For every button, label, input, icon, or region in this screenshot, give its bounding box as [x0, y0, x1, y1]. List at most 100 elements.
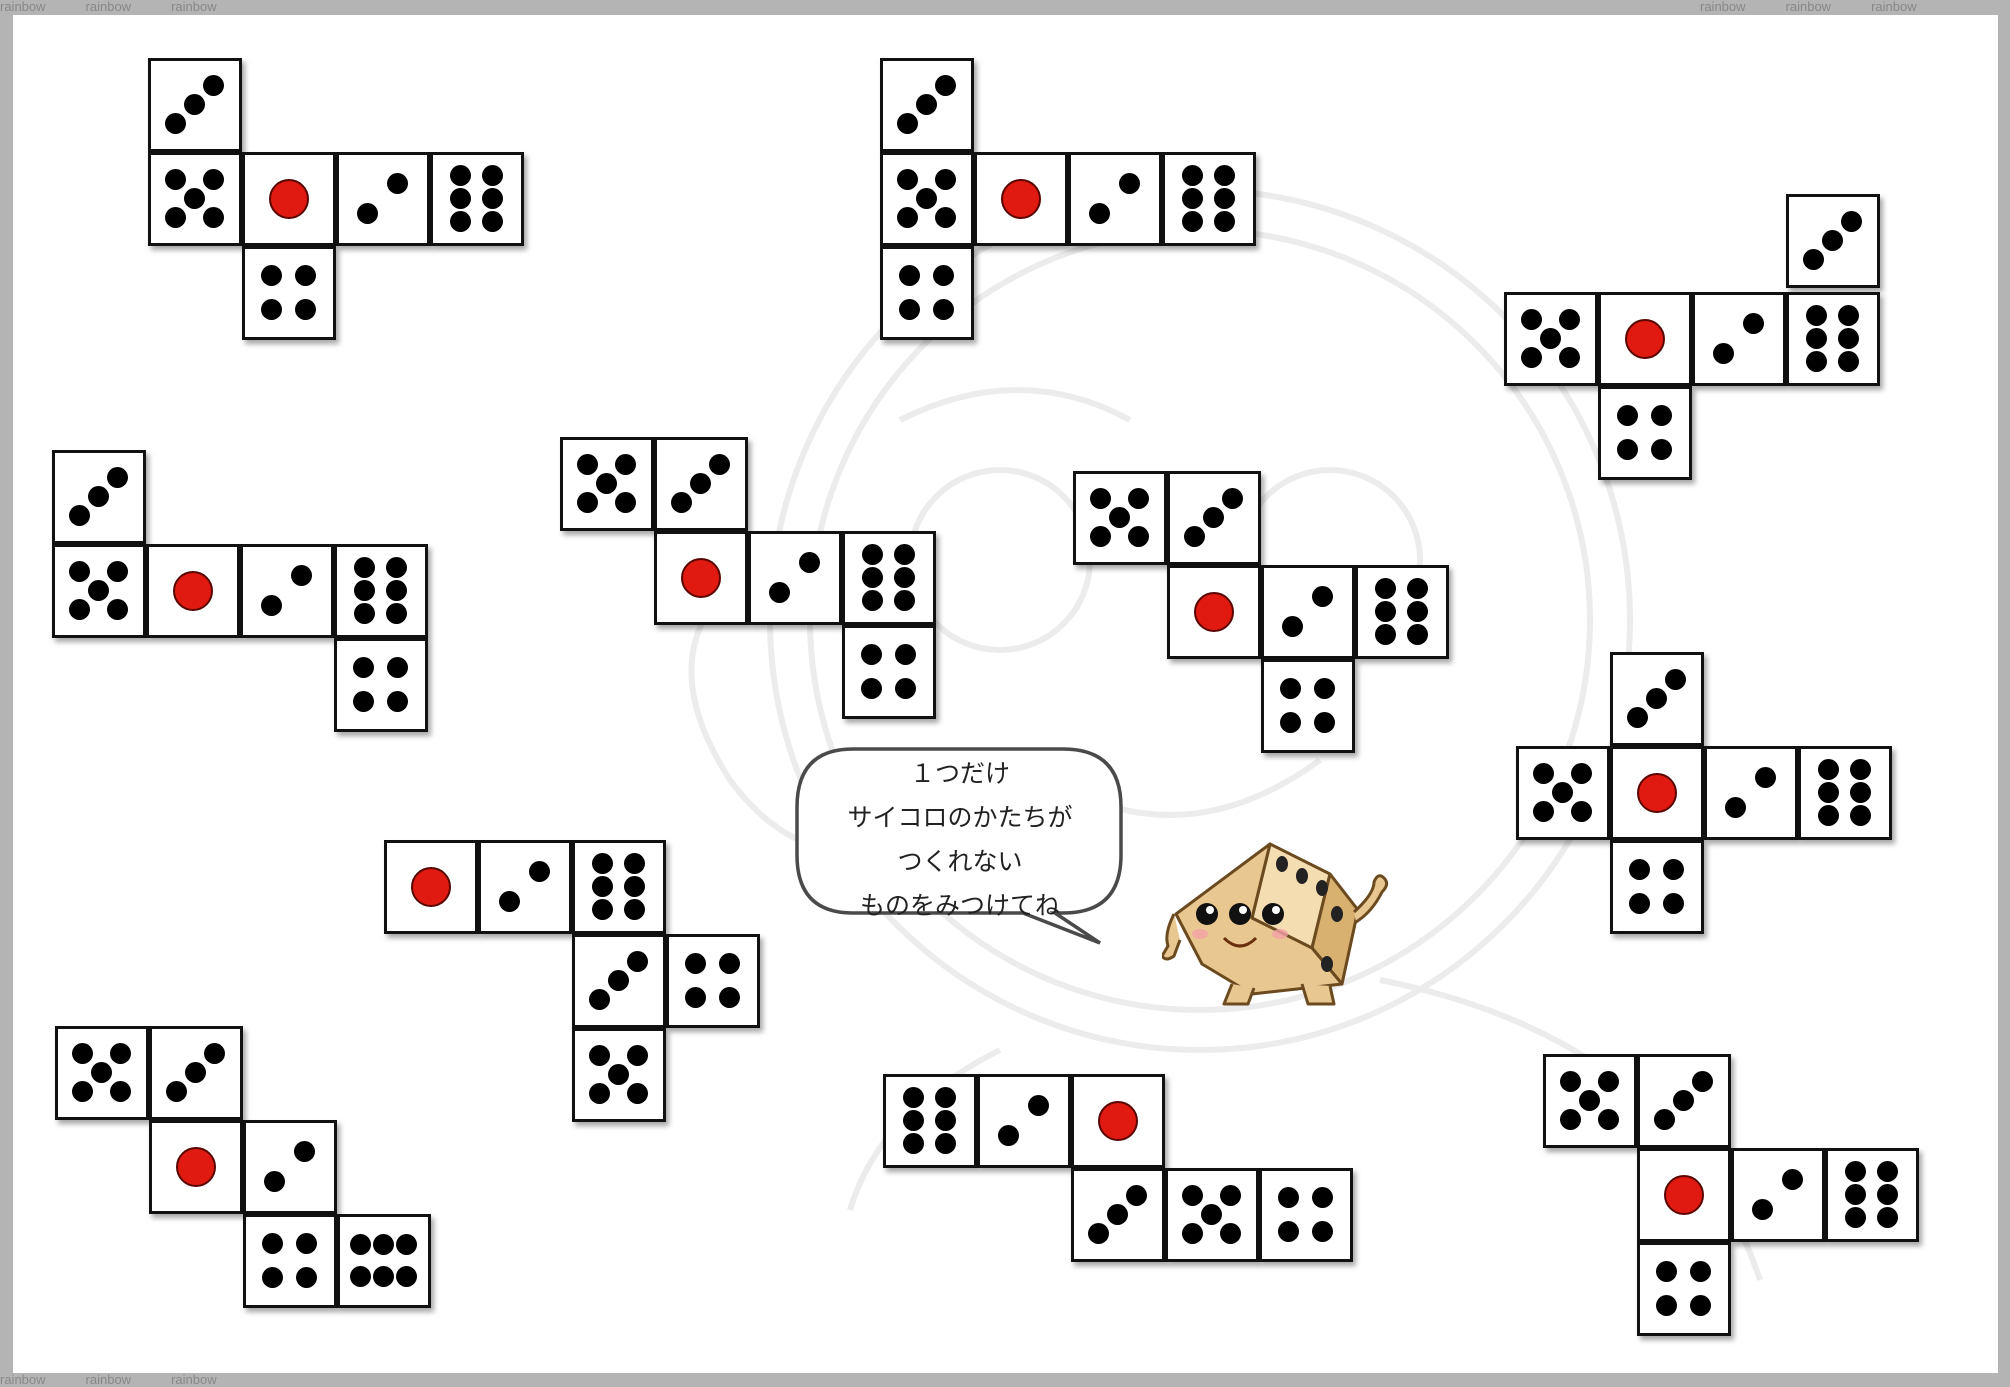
pip	[354, 557, 375, 578]
pip	[1743, 313, 1764, 334]
net-3-face-5	[1504, 292, 1598, 386]
pip	[596, 473, 617, 494]
pip	[91, 1062, 112, 1083]
pip	[1559, 309, 1580, 330]
pip	[373, 1266, 394, 1287]
pip	[165, 207, 186, 228]
pip	[1407, 624, 1428, 645]
pip	[1845, 1184, 1866, 1205]
red-pip	[1098, 1101, 1138, 1141]
pip	[1579, 1090, 1600, 1111]
pip	[1552, 782, 1573, 803]
red-pip	[681, 558, 721, 598]
pip	[1646, 688, 1667, 709]
pip	[1656, 1261, 1677, 1282]
pip	[1088, 1223, 1109, 1244]
pip	[350, 1234, 371, 1255]
pip	[1713, 343, 1734, 364]
pip	[1407, 601, 1428, 622]
net-4-face-6	[334, 544, 428, 638]
dice-mascot-illustration	[1162, 834, 1392, 1014]
speech-bubble-text: １つだけ サイコロのかたちが つくれない ものをみつけてね	[793, 752, 1127, 928]
net-11-face-3	[1637, 1054, 1731, 1148]
pip	[862, 567, 883, 588]
pip	[894, 567, 915, 588]
pip	[894, 544, 915, 565]
pip	[1571, 801, 1592, 822]
pip	[592, 899, 613, 920]
net-4-face-4	[334, 638, 428, 732]
pip	[450, 188, 471, 209]
pip	[482, 165, 503, 186]
pip	[294, 1141, 315, 1162]
pip	[895, 644, 916, 665]
net-11-face-5	[1543, 1054, 1637, 1148]
pip	[165, 113, 186, 134]
net-6-face-2	[1261, 565, 1355, 659]
pip	[1654, 1109, 1675, 1130]
pip	[1663, 859, 1684, 880]
net-1-face-4	[242, 246, 336, 340]
pip	[1690, 1261, 1711, 1282]
pip	[608, 1064, 629, 1085]
pip	[589, 1045, 610, 1066]
red-pip	[176, 1147, 216, 1187]
pip	[690, 473, 711, 494]
pip	[1312, 1221, 1333, 1242]
pip	[291, 565, 312, 586]
pip	[685, 987, 706, 1008]
pip	[627, 1045, 648, 1066]
pip	[261, 265, 282, 286]
pip	[627, 951, 648, 972]
pip	[1089, 203, 1110, 224]
net-6-face-5	[1073, 471, 1167, 565]
pip	[1560, 1071, 1581, 1092]
pip	[1838, 351, 1859, 372]
pip	[1665, 669, 1686, 690]
pip	[1182, 188, 1203, 209]
pip	[1280, 678, 1301, 699]
pip	[1220, 1185, 1241, 1206]
pip	[1182, 165, 1203, 186]
pip	[862, 590, 883, 611]
pip	[1128, 488, 1149, 509]
pip	[1818, 805, 1839, 826]
pip	[353, 691, 374, 712]
pip	[295, 265, 316, 286]
pip	[897, 207, 918, 228]
net-9-face-5	[55, 1026, 149, 1120]
pip	[107, 561, 128, 582]
pip	[387, 691, 408, 712]
bubble-line-4: ものをみつけてね	[793, 884, 1127, 928]
net-11-face-6	[1825, 1148, 1919, 1242]
pip	[386, 580, 407, 601]
pip	[862, 544, 883, 565]
net-1-face-5	[148, 152, 242, 246]
pip	[1656, 1295, 1677, 1316]
pip	[1850, 782, 1871, 803]
net-5-face-3	[654, 437, 748, 531]
pip	[799, 552, 820, 573]
pip	[166, 1081, 187, 1102]
pip	[1278, 1187, 1299, 1208]
pip	[1184, 526, 1205, 547]
bubble-line-1: １つだけ	[793, 752, 1127, 796]
net-6-face-6	[1355, 565, 1449, 659]
pip	[1214, 188, 1235, 209]
pip	[386, 603, 407, 624]
pip	[1822, 230, 1843, 251]
pip	[261, 595, 282, 616]
pip	[935, 75, 956, 96]
pip	[373, 1234, 394, 1255]
net-3-face-2	[1692, 292, 1786, 386]
net-3-face-6	[1786, 292, 1880, 386]
bubble-line-3: つくれない	[793, 840, 1127, 884]
pip	[396, 1266, 417, 1287]
net-8-face-1	[384, 840, 478, 934]
pip	[1182, 1185, 1203, 1206]
net-7-face-5	[1516, 746, 1610, 840]
pip	[1850, 759, 1871, 780]
net-3-face-1	[1598, 292, 1692, 386]
pip	[685, 953, 706, 974]
pip	[1690, 1295, 1711, 1316]
